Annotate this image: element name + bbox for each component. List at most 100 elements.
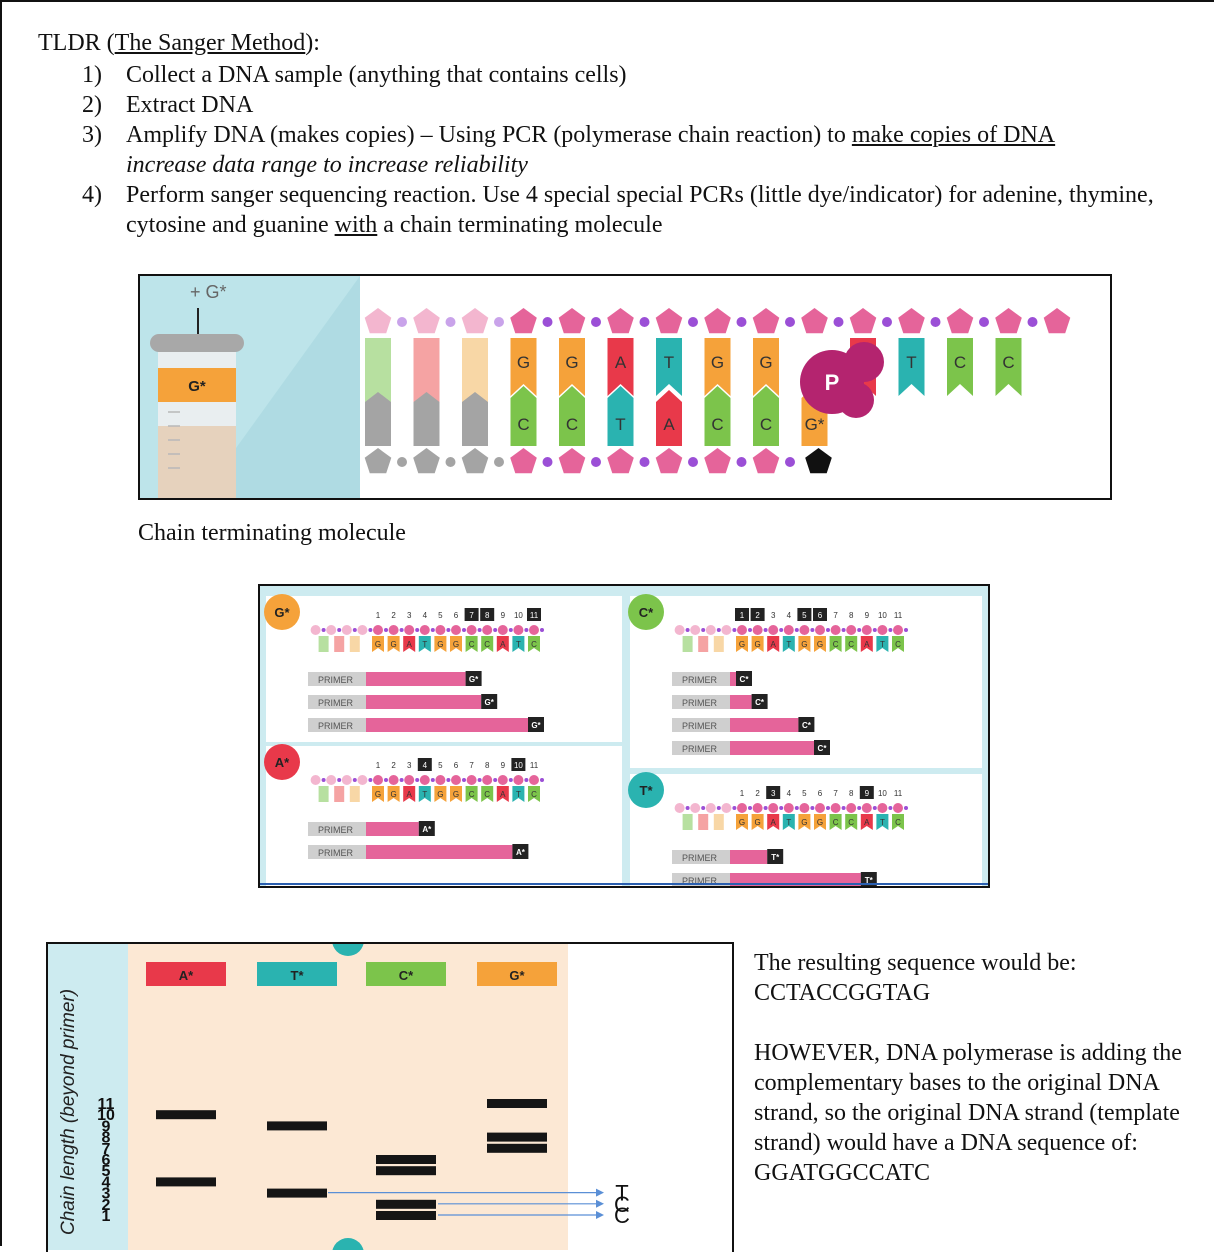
backbone-dot [688,317,698,327]
mini-template-base [751,636,764,652]
mini-base-letter: A [864,640,870,649]
mini-dot [430,778,435,782]
position-number: 6 [454,611,459,620]
mini-template-base [372,786,384,802]
gel-band [376,1155,436,1164]
mini-dot [337,778,342,782]
mini-dot [446,628,451,632]
backbone-dot [736,457,747,467]
mini-base-letter: A [500,790,506,799]
backbone-sugar [510,448,537,474]
mini-dot [732,806,737,810]
mini-base-letter: T [516,640,521,649]
mini-dot [493,778,498,782]
primer-bar [672,672,730,686]
position-highlight [859,786,874,799]
sequencing-reaction-figure: + G*G*GGATGGATCCCCTACCG*P [138,274,1112,500]
mini-primer-base [349,636,360,652]
mini-base-letter: C [895,818,901,827]
mini-base-letter: G [437,790,443,799]
tube-liquid [158,426,236,498]
mini-dot [748,806,752,810]
polymerase-label: P [825,370,840,395]
mini-sugar [690,803,701,813]
panel-tag: A* [275,755,290,770]
gel-band [267,1121,327,1131]
backbone-dot [882,317,892,327]
template-base [559,338,585,396]
mini-base-letter: C [531,640,537,649]
mini-dot [841,806,846,810]
position-number: 3 [771,611,776,620]
backbone-sugar [752,448,780,474]
position-highlight [797,608,812,621]
mini-dot [384,778,388,782]
mini-base-letter: A [771,818,777,827]
panel-tag-badge [628,594,664,630]
mini-base-letter: T [422,790,427,799]
mini-base-letter: C [848,640,854,649]
mini-dot [508,778,513,782]
backbone-sugar [655,448,683,474]
mini-base-letter: G [375,640,381,649]
primer-strand-base [413,392,440,446]
mini-template-base [465,636,478,652]
mini-base-letter: T [786,818,791,827]
mini-primer-base [318,636,329,652]
mini-dot [399,628,404,632]
mini-sugar [482,775,493,785]
mini-primer-base [349,786,360,802]
mini-dot [540,628,544,632]
mini-sugar [877,625,888,635]
primer-base [413,338,440,402]
mini-sugar [513,625,524,635]
read-arrow-head [596,1211,604,1219]
mini-sugar [466,625,477,635]
gel-well-marker [332,944,364,956]
position-highlight [813,608,827,621]
mini-dot [872,806,877,810]
primer-strand-base [365,392,391,446]
backbone-sugar [849,308,877,334]
position-number: 4 [787,611,792,620]
template-base [947,338,973,396]
backbone-dot [1027,317,1038,327]
terminator-label: C* [818,744,828,753]
template-base-letter: G [517,353,530,372]
position-number: 8 [849,789,854,798]
mini-sugar [326,625,337,635]
reaction-panel [266,746,622,886]
mini-template-base [528,786,540,802]
mini-base-letter: G [817,818,823,827]
read-letter: C [614,1192,630,1217]
position-highlight [417,758,432,771]
mini-sugar [341,775,352,785]
extension-bar [730,850,768,864]
backbone-dot [688,457,698,467]
mini-sugar [799,803,810,813]
lane-header [366,962,446,986]
mini-sugar [752,803,763,813]
mini-sugar [893,803,903,813]
primer-base [365,338,391,402]
extension-bar [730,695,752,709]
position-number: 3 [771,789,776,798]
mini-base-letter: G [375,790,381,799]
chain-length-tick: 2 [102,1197,111,1214]
mini-sugar [705,803,716,813]
mini-template-base [782,814,795,830]
mini-template-base [481,786,494,802]
position-number: 2 [391,611,396,620]
mini-sugar [861,803,872,813]
terminator-label: G* [469,675,479,684]
backbone-sugar [364,448,392,474]
mini-template-base [798,636,811,652]
mini-sugar [435,775,446,785]
result-line: The resulting sequence would be: [754,950,1077,976]
extension-bar [730,672,736,686]
mini-dot [477,628,482,632]
gel-band [487,1132,547,1142]
mini-template-base [403,636,416,652]
template-base-letter: C [954,353,966,372]
